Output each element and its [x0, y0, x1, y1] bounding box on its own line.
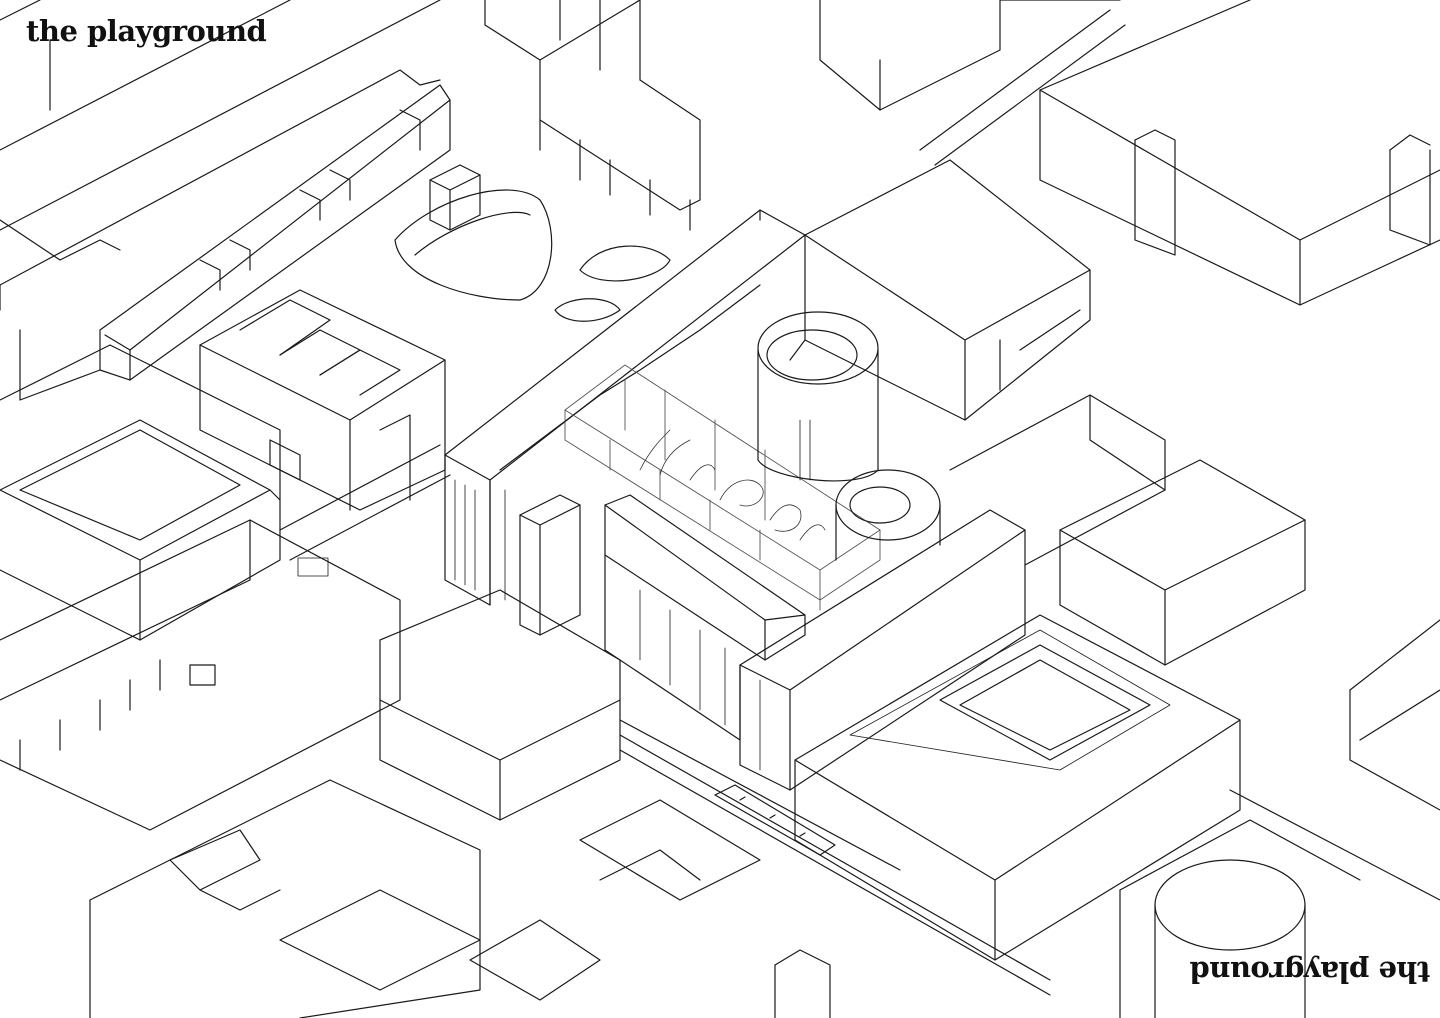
building-nw-row	[99, 84, 451, 381]
building-ne-large	[1039, 0, 1440, 306]
building-e-hall	[804, 159, 1091, 421]
title-bottom-right-inverted: the playground	[1190, 955, 1431, 989]
building-n-canopy	[484, 0, 701, 231]
building-sw-long	[0, 519, 401, 831]
park	[394, 164, 671, 322]
building-e-low	[949, 394, 1306, 666]
project-tower-round	[757, 311, 879, 482]
street-central	[279, 444, 1051, 996]
tram	[714, 784, 836, 856]
building-w-courtyard	[0, 344, 281, 641]
building-se-tank	[1119, 819, 1361, 1018]
building-e-edge	[1229, 619, 1440, 901]
building-n-box	[819, 0, 1126, 166]
building-sw-bottom	[89, 589, 621, 1018]
building-nw-large	[0, 0, 441, 401]
project-glasshouse	[564, 364, 881, 611]
project-wedge	[519, 494, 806, 741]
project-ring	[835, 469, 941, 561]
building-w-sawtooth	[199, 289, 446, 511]
title-top-left: the playground	[26, 14, 267, 48]
building-s-small	[469, 799, 831, 1018]
project-slab-south	[739, 509, 1026, 791]
building-se-courtyard	[794, 614, 1241, 961]
